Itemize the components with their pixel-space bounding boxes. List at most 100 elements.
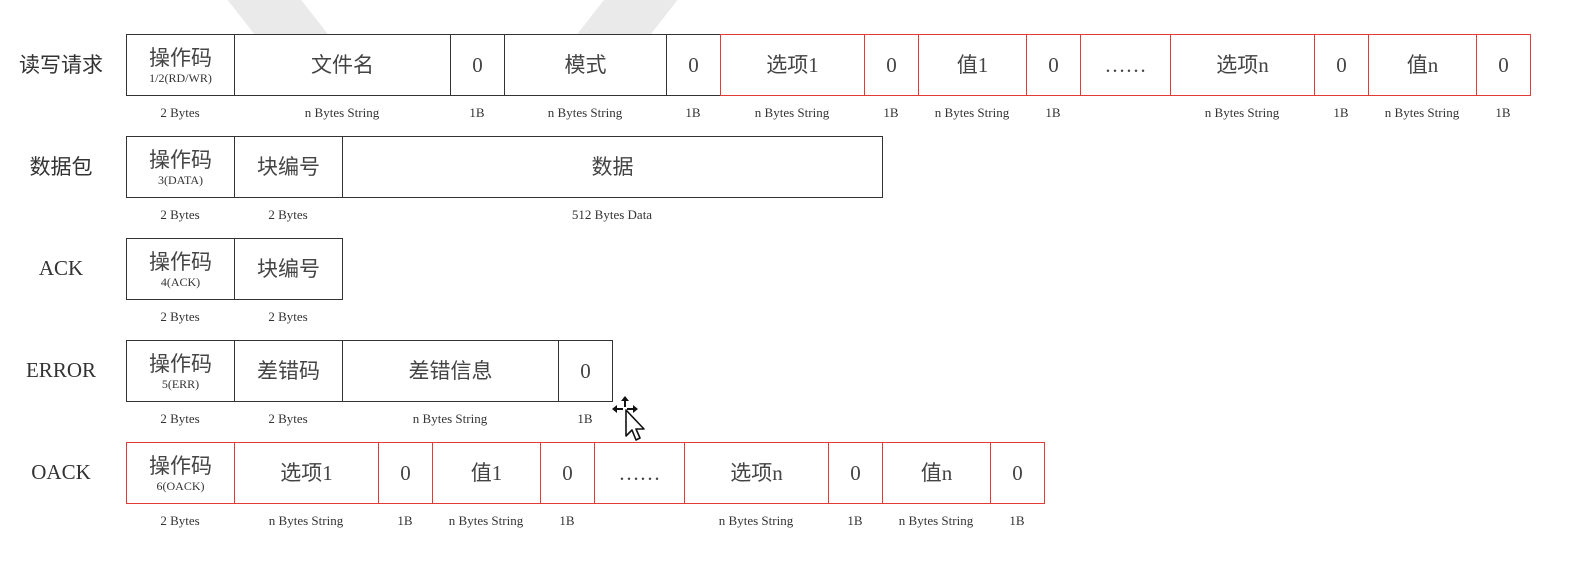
- field-label: ……: [1104, 53, 1147, 77]
- field-size-label: n Bytes String: [1204, 105, 1280, 120]
- zero-terminator-field: 0: [378, 442, 433, 504]
- block-number-field: 块编号: [234, 238, 343, 300]
- field-label: 0: [688, 53, 699, 77]
- ellipsis-field: ……: [594, 442, 685, 504]
- field-size-label: n Bytes String: [754, 105, 830, 120]
- field-label: 0: [1498, 53, 1509, 77]
- value-field: 值1: [918, 34, 1027, 96]
- field-label: 0: [472, 53, 483, 77]
- field-size-label: 1B: [397, 513, 413, 528]
- field-size-label: n Bytes String: [898, 513, 974, 528]
- row-label: OACK: [31, 459, 91, 484]
- field-size-label: 2 Bytes: [160, 105, 200, 120]
- zero-terminator-field: 0: [666, 34, 721, 96]
- field-size-label: 1B: [685, 105, 701, 120]
- value-field: 值n: [882, 442, 991, 504]
- field-label: 差错信息: [408, 359, 493, 383]
- zero-terminator-field: 0: [450, 34, 505, 96]
- field-label: 值n: [1406, 53, 1439, 77]
- zero-terminator-field: 0: [990, 442, 1045, 504]
- field-label: 值1: [956, 53, 989, 77]
- data-field: 数据: [342, 136, 883, 198]
- field-size-label: 1B: [883, 105, 899, 120]
- error-message-field: 差错信息: [342, 340, 559, 402]
- option-field: 选项1: [234, 442, 379, 504]
- field-size-label: n Bytes String: [934, 105, 1010, 120]
- zero-terminator-field: 0: [558, 340, 613, 402]
- field-label: 0: [580, 359, 591, 383]
- option-field: 选项n: [684, 442, 829, 504]
- option-field: 选项n: [1170, 34, 1315, 96]
- field-size-label: 1B: [847, 513, 863, 528]
- field-label: 值n: [920, 461, 953, 485]
- field-size-label: 1B: [469, 105, 485, 120]
- row-label: 读写请求: [19, 53, 103, 77]
- move-cursor-icon: [612, 396, 645, 441]
- field-label: 选项n: [1216, 53, 1269, 77]
- field-size-label: n Bytes String: [547, 105, 623, 120]
- field-size-label: 1B: [1009, 513, 1025, 528]
- field-size-label: n Bytes String: [412, 411, 488, 426]
- field-label: 0: [1048, 53, 1059, 77]
- row-label: ERROR: [25, 357, 96, 382]
- field-label: 0: [562, 461, 573, 485]
- value-field: 值1: [432, 442, 541, 504]
- row-label: ACK: [38, 255, 84, 280]
- field-size-label: 2 Bytes: [268, 207, 308, 222]
- field-label: 差错码: [257, 359, 320, 383]
- field-size-label: 1B: [1333, 105, 1349, 120]
- field-label: 文件名: [311, 53, 374, 77]
- field-size-label: 2 Bytes: [268, 411, 308, 426]
- value-field: 值n: [1368, 34, 1477, 96]
- field-size-label: 2 Bytes: [160, 411, 200, 426]
- zero-terminator-field: 0: [864, 34, 919, 96]
- zero-terminator-field: 0: [1026, 34, 1081, 96]
- zero-terminator-field: 0: [1476, 34, 1531, 96]
- field-size-label: n Bytes String: [304, 105, 380, 120]
- field-size-label: 2 Bytes: [160, 513, 200, 528]
- field-size-label: 2 Bytes: [160, 309, 200, 324]
- opcode-value: 3(DATA): [157, 172, 204, 187]
- field-label: 块编号: [257, 257, 320, 281]
- row-label: 数据包: [29, 155, 93, 179]
- field-size-label: 1B: [577, 411, 593, 426]
- field-label: 选项1: [766, 53, 819, 77]
- filename-field: 文件名: [234, 34, 451, 96]
- field-label: 值1: [470, 461, 503, 485]
- zero-terminator-field: 0: [1314, 34, 1369, 96]
- zero-terminator-field: 0: [828, 442, 883, 504]
- field-label: 模式: [564, 53, 607, 77]
- opcode-value: 5(ERR): [161, 376, 200, 391]
- opcode-value: 4(ACK): [160, 274, 201, 289]
- ellipsis-field: ……: [1080, 34, 1171, 96]
- field-size-label: 1B: [559, 513, 575, 528]
- field-label: 0: [1012, 461, 1023, 485]
- field-size-label: n Bytes String: [448, 513, 524, 528]
- opcode-value: 1/2(RD/WR): [149, 70, 212, 85]
- field-size-label: n Bytes String: [718, 513, 794, 528]
- field-label: 选项1: [280, 461, 333, 485]
- field-size-label: 2 Bytes: [160, 207, 200, 222]
- field-label: 块编号: [257, 155, 320, 179]
- field-label: 操作码: [149, 351, 212, 376]
- error-code-field: 差错码: [234, 340, 343, 402]
- field-size-label: 1B: [1495, 105, 1511, 120]
- field-label: ……: [618, 461, 661, 485]
- field-label: 0: [400, 461, 411, 485]
- field-label: 0: [850, 461, 861, 485]
- field-size-label: 1B: [1045, 105, 1061, 120]
- field-label: 操作码: [149, 45, 212, 70]
- field-label: 选项n: [730, 461, 783, 485]
- field-label: 0: [886, 53, 897, 77]
- opcode-value: 6(OACK): [156, 478, 205, 493]
- zero-terminator-field: 0: [540, 442, 595, 504]
- field-label: 操作码: [149, 147, 212, 172]
- field-size-label: 512 Bytes Data: [571, 207, 653, 222]
- block-number-field: 块编号: [234, 136, 343, 198]
- field-label: 0: [1336, 53, 1347, 77]
